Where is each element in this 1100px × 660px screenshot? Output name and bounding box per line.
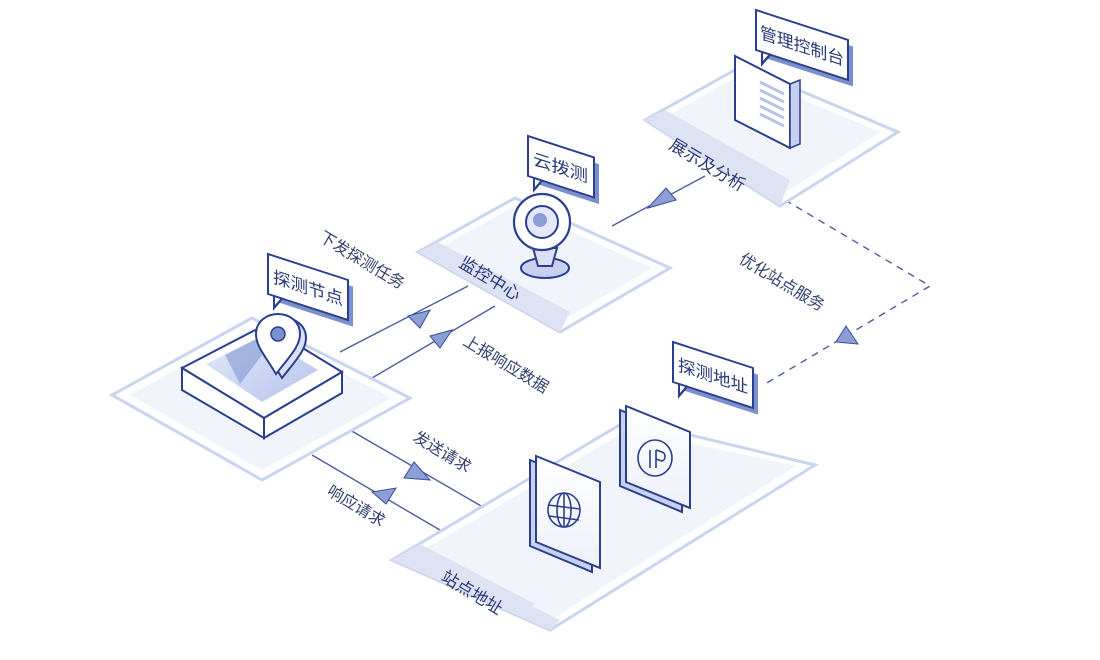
address-tag: 探测地址 — [672, 340, 758, 415]
arrowheads — [370, 187, 859, 505]
arrow-dispatch — [407, 309, 432, 329]
arrow-respond — [370, 487, 398, 505]
line-optimize-dashed — [764, 199, 932, 385]
probe-tag: 探测节点 — [267, 252, 353, 327]
edge-label-report: 上报响应数据 — [460, 331, 552, 397]
line-monitor-dispatch — [339, 285, 469, 353]
globe-icon — [547, 492, 581, 528]
document-stack-icon — [734, 54, 801, 150]
map-pin-icon — [254, 312, 308, 380]
arrow-optimize — [835, 325, 859, 345]
line-monitor-report — [371, 305, 496, 379]
edge-label-optimize: 优化站点服务 — [736, 249, 828, 315]
ip-address-icon — [637, 439, 673, 477]
webcam-icon — [512, 192, 572, 279]
arrow-send — [403, 461, 432, 481]
ip-panel — [619, 404, 691, 514]
arrow-report — [429, 329, 454, 349]
globe-panel — [529, 454, 601, 574]
arrow-display-to-monitor — [646, 187, 677, 209]
cloud-tag: 云拨测 — [527, 134, 599, 205]
edge-label-respond: 响应请求 — [324, 481, 389, 530]
